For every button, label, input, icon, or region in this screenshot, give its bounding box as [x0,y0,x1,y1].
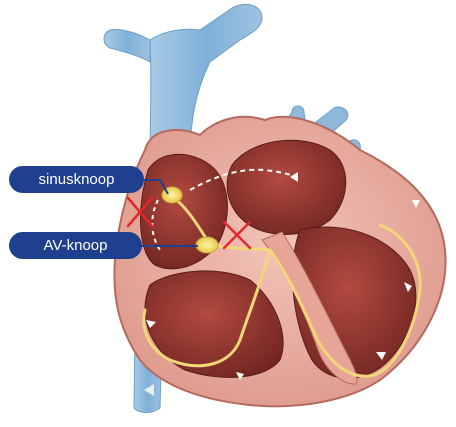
av-node-label: AV-knoop [9,232,142,259]
sinus-node-label: sinusknoop [9,166,144,193]
av-node [196,237,218,253]
vena-cava-left-branch [104,29,150,62]
left-atrium [227,140,346,234]
